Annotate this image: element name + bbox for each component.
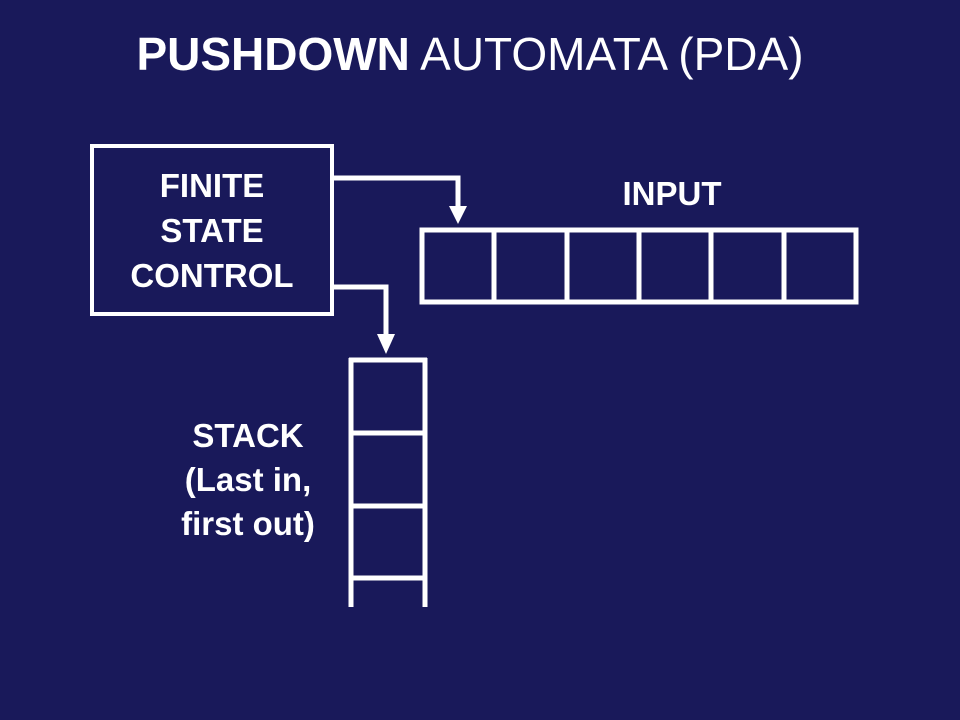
stack-label-line-3: first out) [181, 505, 315, 542]
fsc-label-line-1: FINITE [159, 166, 265, 204]
fsc-label-line-3: CONTROL [130, 256, 294, 294]
stack-label: STACK (Last in, first out) [150, 414, 346, 546]
input-connector-line [330, 175, 461, 210]
stack-arrow-head [377, 334, 395, 354]
finite-state-control-box: FINITE STATE CONTROL [90, 144, 334, 316]
fsc-label-line-2: STATE [160, 211, 264, 249]
title-normal-part: AUTOMATA (PDA) [420, 28, 804, 80]
title-bold-part: PUSHDOWN [136, 28, 410, 80]
input-label: INPUT [622, 175, 722, 212]
stack [348, 357, 428, 607]
input-tape [419, 227, 859, 305]
input-arrow-head [449, 206, 467, 224]
stack-label-line-2: (Last in, [184, 461, 312, 498]
stack-connector-line [330, 284, 389, 337]
page-title: PUSHDOWN AUTOMATA (PDA) [0, 26, 940, 82]
stack-label-line-1: STACK [192, 417, 304, 454]
